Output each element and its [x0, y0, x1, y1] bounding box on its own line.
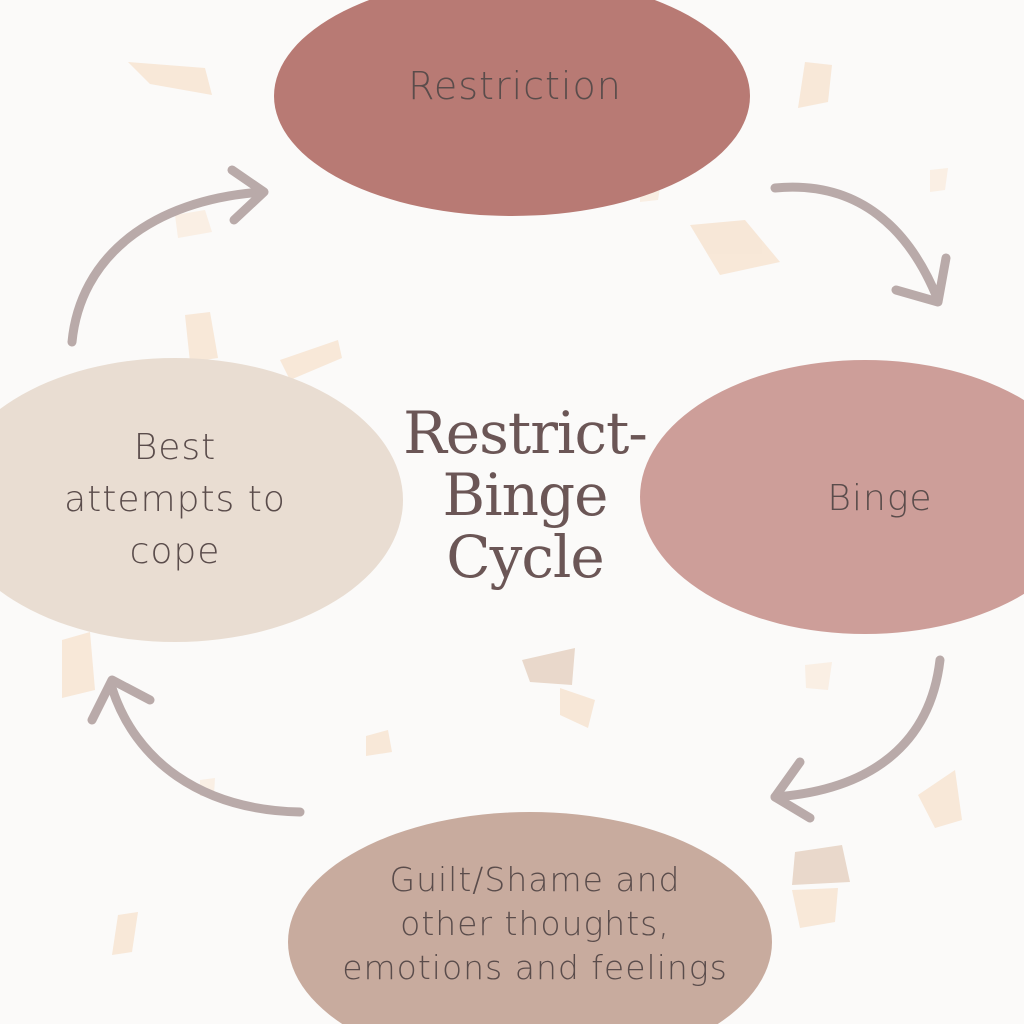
node-restriction-label: Restriction [408, 64, 622, 108]
cycle-arrows [67, 165, 951, 823]
node-guilt-label: Guilt/Shame and other thoughts, emotions… [342, 860, 728, 987]
node-guilt [288, 812, 772, 1024]
node-binge [640, 360, 1024, 634]
arrow-binge-to-guilt-head [770, 757, 815, 823]
node-cope-label: Best attempts to cope [64, 427, 286, 572]
arrow-restriction-to-binge-head [891, 253, 951, 307]
node-binge-label: Binge [827, 478, 933, 519]
diagram-title: Restrict- Binge Cycle [403, 399, 648, 591]
arrow-restriction-to-binge [770, 182, 943, 305]
node-restriction [274, 0, 750, 216]
arrow-cope-to-restriction-head [227, 165, 269, 225]
arrow-guilt-to-cope [107, 683, 305, 817]
arrow-cope-to-restriction [67, 187, 267, 347]
arrow-binge-to-guilt [770, 655, 945, 802]
arrow-guilt-to-cope-head [87, 675, 155, 725]
node-cope [0, 358, 403, 642]
confetti-background [62, 62, 962, 955]
